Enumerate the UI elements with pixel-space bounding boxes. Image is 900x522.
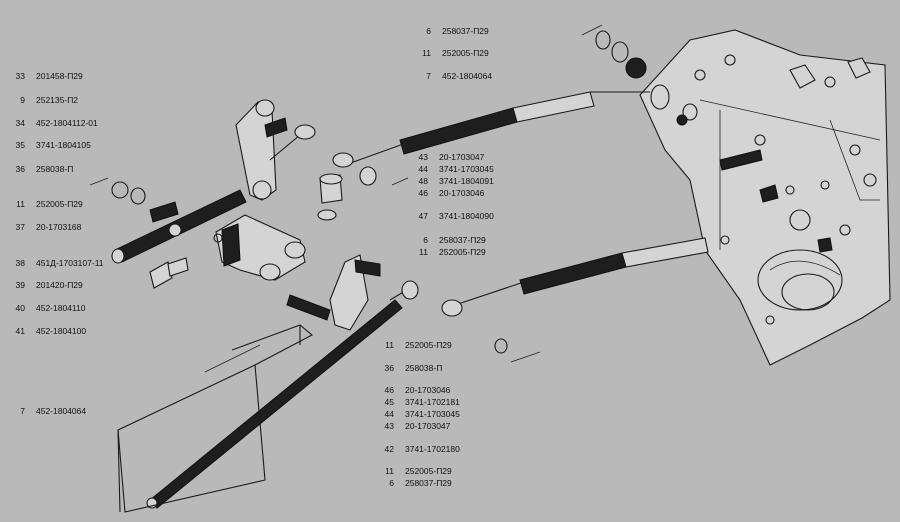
lower-link-rod bbox=[441, 237, 709, 317]
upper-link-rod bbox=[332, 84, 670, 168]
left-lever-assembly bbox=[89, 99, 316, 264]
washer-stack-lower bbox=[494, 338, 541, 363]
washer-stack-upper bbox=[581, 24, 698, 126]
hex-bolt bbox=[149, 257, 189, 289]
bolt-and-washer bbox=[317, 166, 409, 221]
floor-bracket bbox=[117, 324, 313, 513]
lower-lever-and-shaft bbox=[146, 254, 419, 509]
gearbox-housing bbox=[639, 29, 891, 366]
bracket-block bbox=[213, 214, 306, 281]
